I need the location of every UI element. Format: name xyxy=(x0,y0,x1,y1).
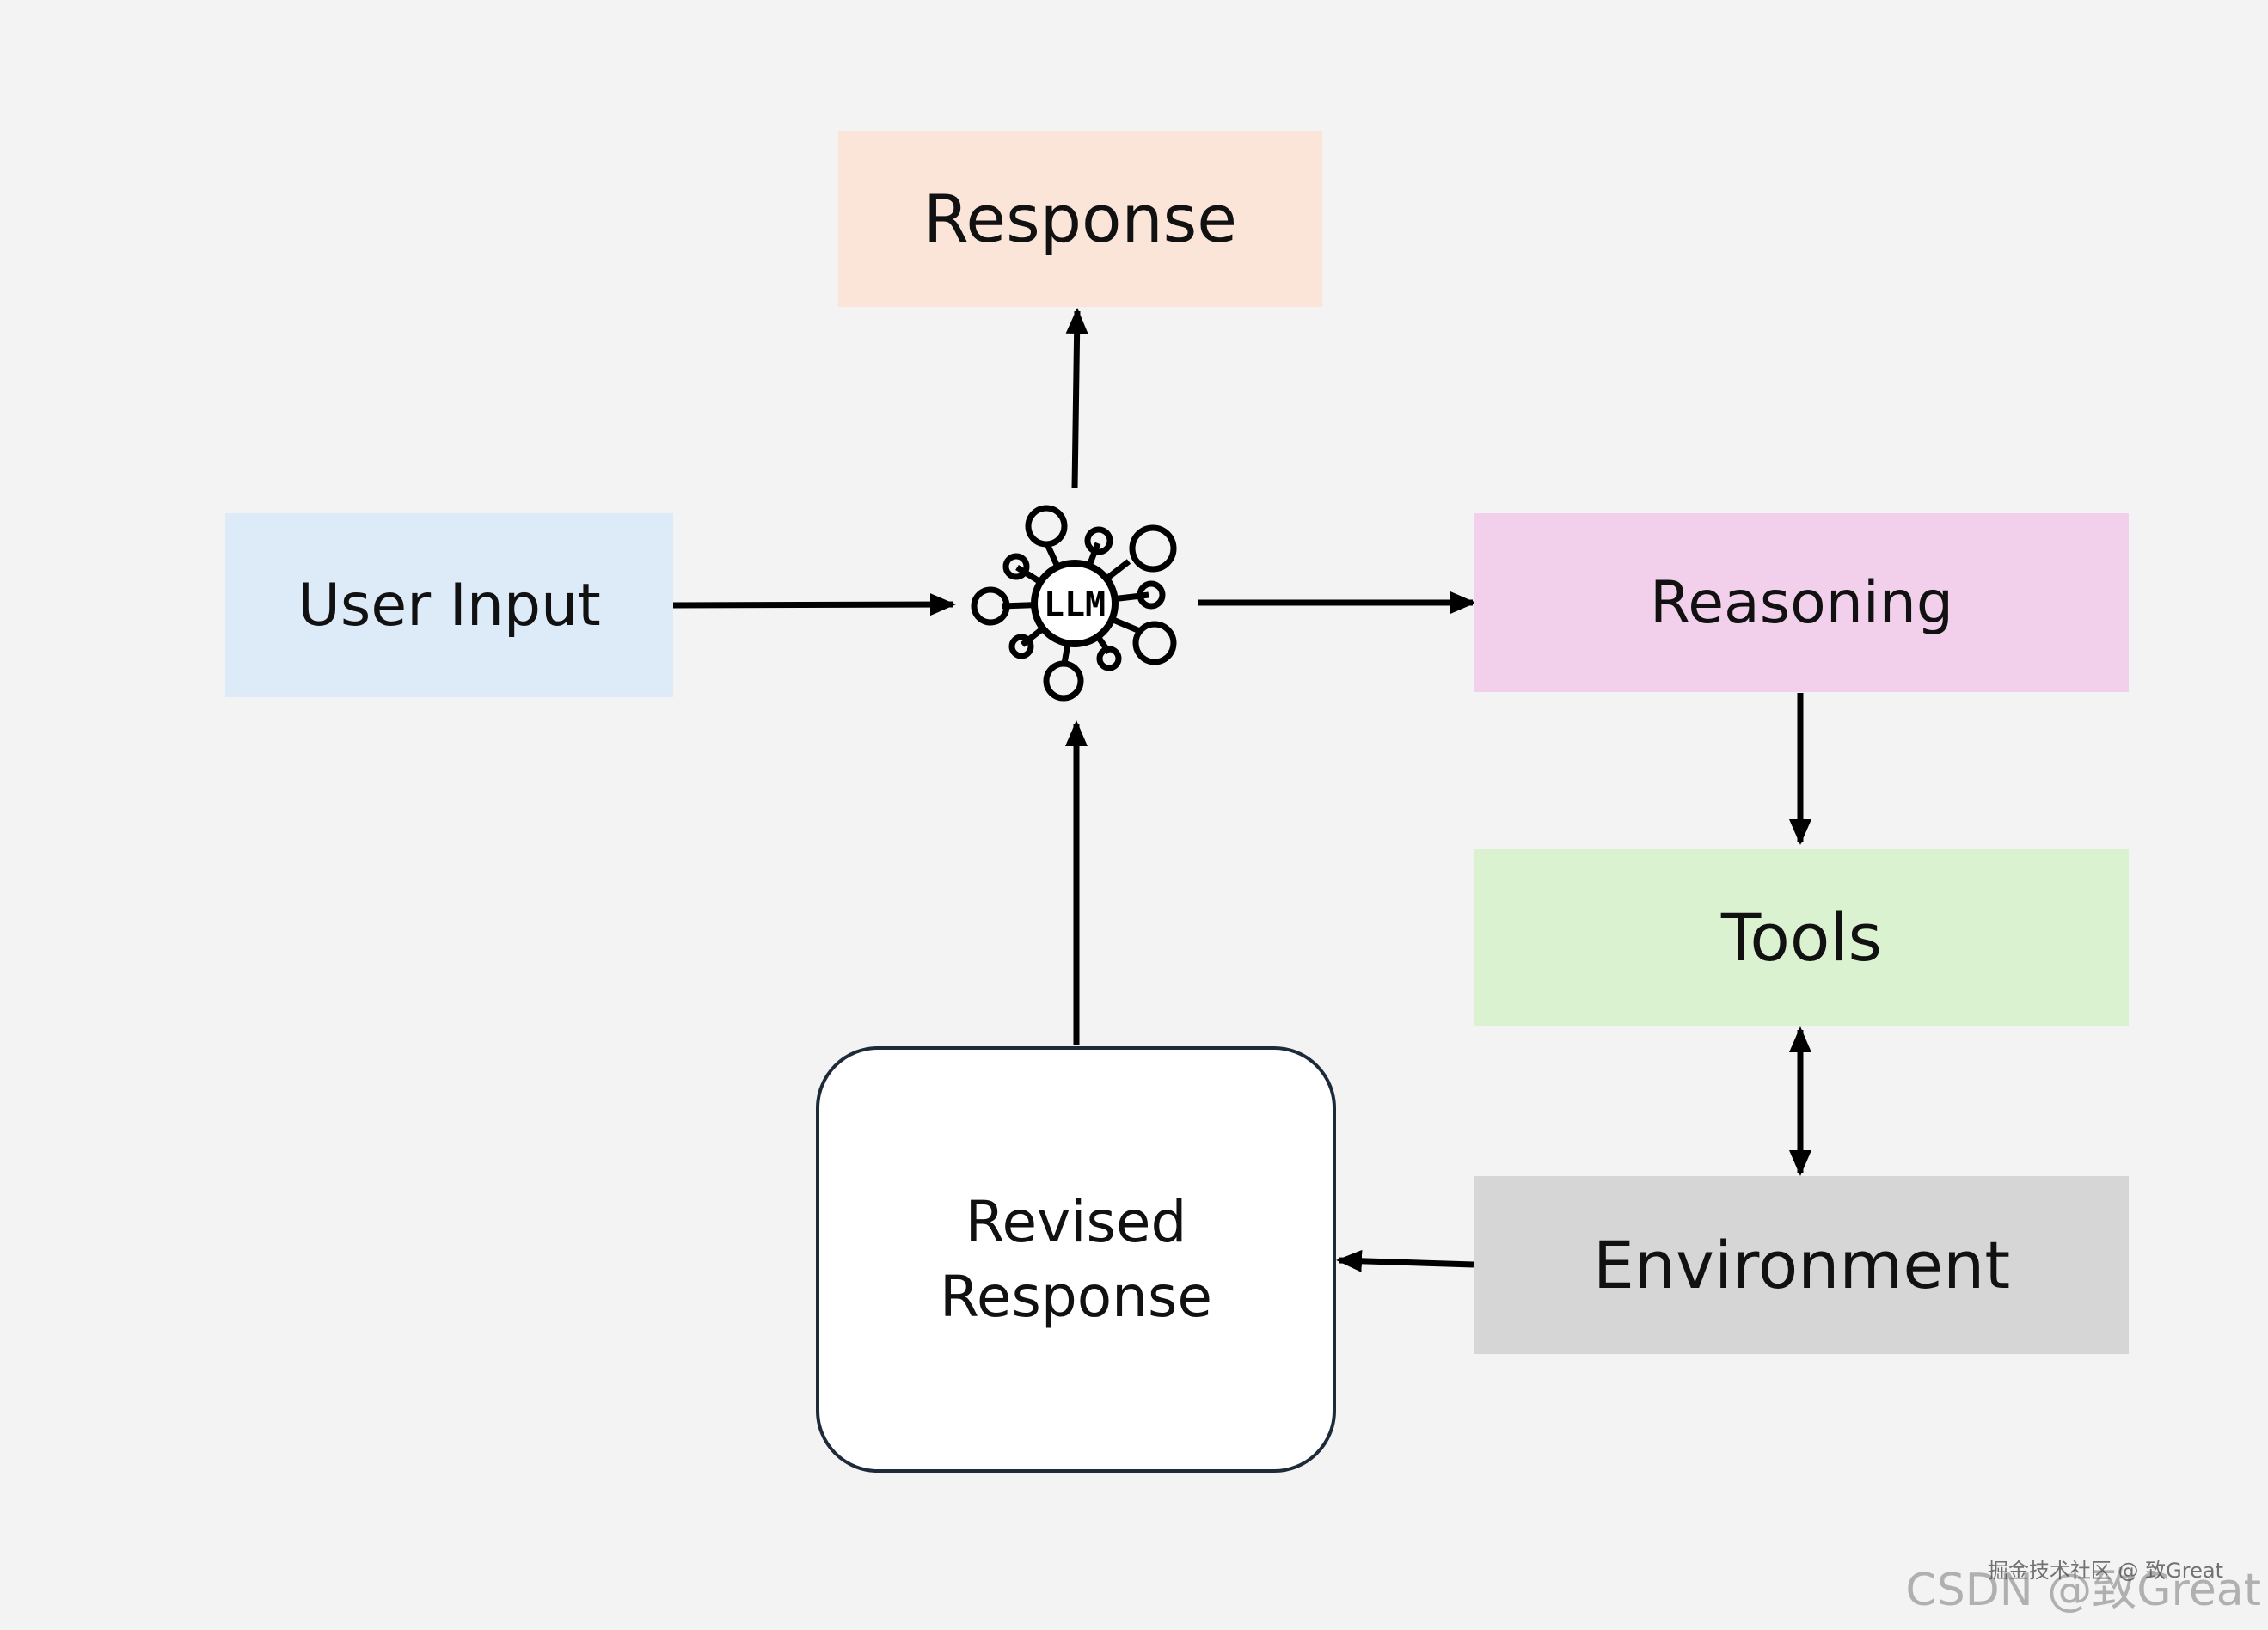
edge-environment-to-revised xyxy=(1336,1249,1474,1272)
user-input-label: User Input xyxy=(297,571,601,640)
user-input-node: User Input xyxy=(225,513,673,697)
environment-node: Environment xyxy=(1474,1176,2129,1354)
watermark: 掘金技术社区 @ 致Great CSDN @致Great xyxy=(1905,1553,2261,1618)
tools-label: Tools xyxy=(1720,899,1883,976)
watermark-line1: 掘金技术社区 @ 致Great xyxy=(1987,1559,2223,1583)
environment-label: Environment xyxy=(1592,1227,2011,1303)
response-label: Response xyxy=(923,181,1237,257)
revised-label-line1: Revised xyxy=(965,1188,1187,1255)
revised-response-node: Revised Response xyxy=(816,1046,1336,1473)
llm-label: LLM xyxy=(1044,585,1106,625)
revised-label-line2: Response xyxy=(940,1264,1212,1330)
tools-node: Tools xyxy=(1474,849,2129,1026)
watermark-line2: CSDN @致Great xyxy=(1905,1565,2261,1616)
reasoning-node: Reasoning xyxy=(1474,513,2129,692)
edge-llm-to-response xyxy=(1065,308,1088,489)
response-node: Response xyxy=(838,131,1322,307)
reasoning-label: Reasoning xyxy=(1650,568,1953,637)
neural-network-icon xyxy=(971,505,1177,702)
edge-user-input-to-llm xyxy=(672,593,956,616)
